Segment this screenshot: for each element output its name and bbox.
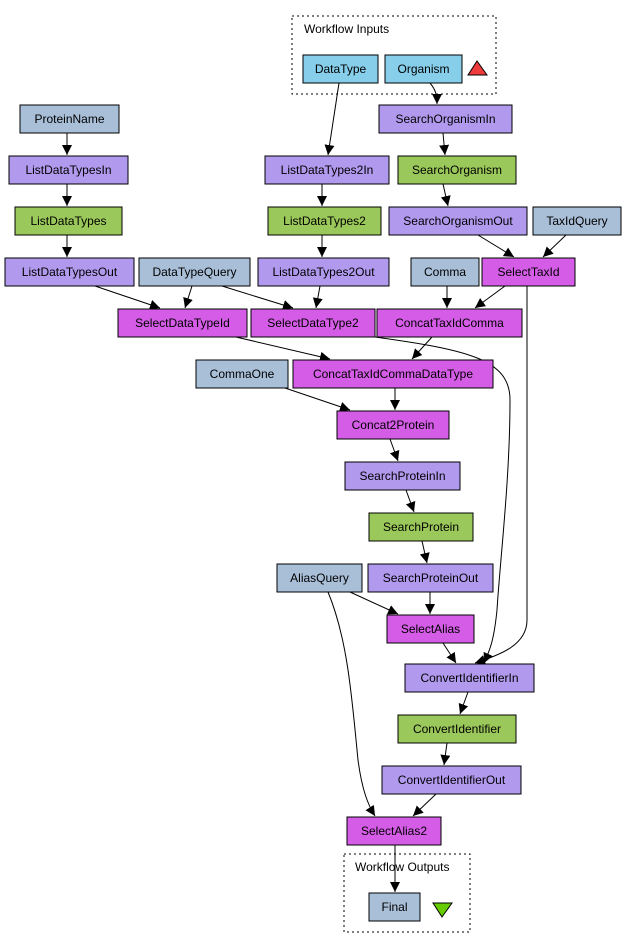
node-listdatatypesout[interactable]: ListDataTypesOut [4,257,135,287]
node-searchorganismout[interactable]: SearchOrganismOut [388,206,528,236]
edges [62,82,567,892]
edge [412,793,437,817]
node-taxidquery[interactable]: TaxIdQuery [532,206,622,236]
node-selectalias[interactable]: SelectAlias [386,614,475,644]
node-searchorganismin[interactable]: SearchOrganismIn [378,104,513,134]
svg-text:Comma: Comma [424,265,466,279]
edge [419,540,430,564]
svg-text:SearchProteinOut: SearchProteinOut [383,571,479,585]
edge [327,591,376,817]
svg-text:ConcatTaxIdCommaDataType: ConcatTaxIdCommaDataType [313,367,473,381]
node-listdatatypesin[interactable]: ListDataTypesIn [8,155,129,185]
svg-text:SelectAlias: SelectAlias [401,622,460,636]
edge [439,132,450,156]
svg-text:ConvertIdentifierIn: ConvertIdentifierIn [420,671,518,685]
edge [440,742,451,766]
edge [405,489,416,513]
svg-text:ListDataTypes2: ListDataTypes2 [283,214,366,228]
svg-text:SearchOrganismOut: SearchOrganismOut [403,214,513,228]
node-concattaxidcomma[interactable]: ConcatTaxIdComma [376,308,523,338]
svg-text:ListDataTypesIn: ListDataTypesIn [25,163,111,177]
svg-text:SelectDataTypeId: SelectDataTypeId [135,316,230,330]
nodes: DataType Organism ProteinName SearchOrga… [4,54,622,922]
node-listdatatypes2in[interactable]: ListDataTypes2In [264,155,390,185]
node-comma[interactable]: Comma [410,257,480,287]
edge [284,387,351,412]
svg-text:TaxIdQuery: TaxIdQuery [546,214,607,228]
svg-text:SelectAlias2: SelectAlias2 [361,824,427,838]
svg-text:ConvertIdentifierOut: ConvertIdentifierOut [398,773,506,787]
svg-text:ListDataTypes2Out: ListDataTypes2Out [272,265,375,279]
edge [442,642,457,664]
node-selectdatatypeid[interactable]: SelectDataTypeId [117,308,248,338]
svg-text:ListDataTypes: ListDataTypes [30,214,106,228]
node-final[interactable]: Final [368,892,421,922]
svg-text:ProteinName: ProteinName [34,112,104,126]
svg-text:SearchProteinIn: SearchProteinIn [359,469,445,483]
svg-text:DataTypeQuery: DataTypeQuery [152,265,236,279]
node-concat2protein[interactable]: Concat2Protein [336,410,450,440]
node-selectdatatype2[interactable]: SelectDataType2 [250,308,376,338]
node-commaone[interactable]: CommaOne [195,359,289,389]
node-convertidentifier[interactable]: ConvertIdentifier [397,714,517,744]
cluster-outputs-label: Workflow Outputs [355,860,449,874]
node-listdatatypes[interactable]: ListDataTypes [14,206,123,236]
node-proteinname[interactable]: ProteinName [19,104,120,134]
node-datatypequery[interactable]: DataTypeQuery [138,257,251,287]
node-searchprotein[interactable]: SearchProtein [368,512,474,542]
svg-text:Final: Final [381,900,407,914]
svg-text:Concat2Protein: Concat2Protein [352,418,435,432]
svg-text:ConvertIdentifier: ConvertIdentifier [413,722,501,736]
edge [94,285,161,310]
edge [349,591,399,615]
edge [542,234,567,258]
edge [429,82,442,105]
svg-text:SelectTaxId: SelectTaxId [497,265,559,279]
svg-text:ListDataTypesOut: ListDataTypesOut [22,265,118,279]
edge [235,336,331,362]
node-datatype[interactable]: DataType [302,54,379,84]
edge [477,234,515,258]
svg-text:CommaOne: CommaOne [210,367,275,381]
cluster-workflow-outputs: Workflow Outputs [343,853,471,933]
edge [474,285,506,309]
node-searchproteinout[interactable]: SearchProteinOut [367,563,494,593]
cluster-inputs-label: Workflow Inputs [304,22,389,36]
triangle-up-icon [467,60,488,76]
node-convertidentifierin[interactable]: ConvertIdentifierIn [404,663,535,693]
edge [183,285,193,309]
cluster-workflow-inputs: Workflow Inputs [291,15,497,95]
node-aliasquery[interactable]: AliasQuery [276,563,363,593]
edge [374,336,511,664]
node-listdatatypes2out[interactable]: ListDataTypes2Out [257,257,390,287]
svg-text:AliasQuery: AliasQuery [290,571,349,585]
svg-text:SearchProtein: SearchProtein [383,520,459,534]
node-selectalias2[interactable]: SelectAlias2 [346,816,442,846]
node-searchproteinin[interactable]: SearchProteinIn [344,461,461,491]
node-organism[interactable]: Organism [384,54,463,84]
edge [440,183,451,207]
edge [221,285,294,310]
svg-text:SelectDataType2: SelectDataType2 [267,316,359,330]
svg-text:Organism: Organism [397,62,449,76]
node-listdatatypes2[interactable]: ListDataTypes2 [267,206,382,236]
svg-text:DataType: DataType [315,62,367,76]
edge [474,286,528,665]
node-selecttaxid[interactable]: SelectTaxId [481,257,576,287]
node-concattaxidcommadatatype[interactable]: ConcatTaxIdCommaDataType [292,359,494,389]
edge [324,82,340,156]
node-searchorganism[interactable]: SearchOrganism [397,155,517,185]
triangle-down-icon [432,902,453,918]
edge [458,691,469,715]
svg-text:SearchOrganismIn: SearchOrganismIn [395,112,495,126]
edge [312,285,323,309]
svg-text:ConcatTaxIdComma: ConcatTaxIdComma [395,316,504,330]
svg-text:SearchOrganism: SearchOrganism [412,163,502,177]
edge [411,336,433,360]
svg-text:ListDataTypes2In: ListDataTypes2In [281,163,374,177]
edge [389,438,400,462]
node-convertidentifierout[interactable]: ConvertIdentifierOut [381,765,522,795]
